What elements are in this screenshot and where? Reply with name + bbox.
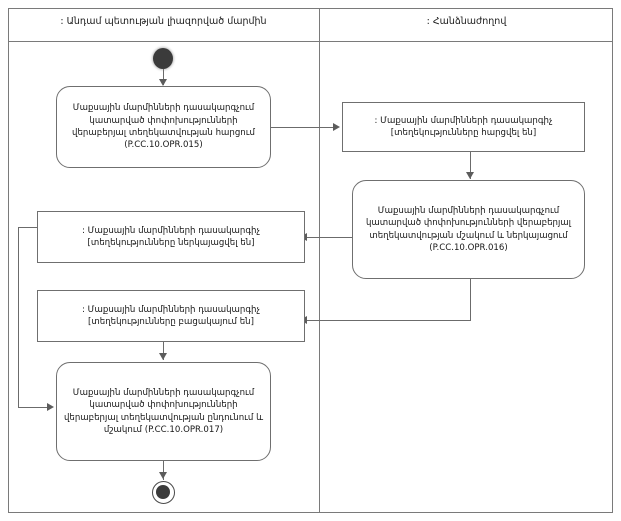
edge-activity-015-to-object-requested (271, 127, 338, 128)
arrowhead-object-absent-to-activity-017 (159, 353, 167, 360)
activity-node-opr-017-label: Մաքսային մարմինների դասակարգչում կատարվա… (63, 387, 264, 435)
edge-object-presented-to-activity-017-bottom (18, 407, 51, 408)
activity-node-opr-016[interactable]: Մաքսային մարմինների դասակարգչում կատարվա… (352, 180, 585, 279)
edge-object-requested-to-activity-016 (470, 152, 471, 179)
object-node-information-presented-label: : Մաքսային մարմինների դասակարգիչ [տեղեկո… (82, 225, 260, 248)
initial-node (153, 48, 173, 69)
edge-activity-017-to-final (163, 461, 164, 480)
arrowhead-object-presented-to-activity-017 (47, 403, 54, 411)
object-node-information-absent-label: : Մաքսային մարմինների դասակարգիչ [տեղեկո… (82, 304, 260, 327)
activity-node-opr-015[interactable]: Մաքսային մարմինների դասակարգչում կատարվա… (56, 86, 271, 168)
arrowhead-activity-017-to-final (159, 472, 167, 479)
edge-activity-016-to-object-absent-vertical (470, 279, 471, 320)
edge-object-absent-to-activity-017 (163, 342, 164, 360)
activity-node-opr-017[interactable]: Մաքսային մարմինների դասակարգչում կատարվա… (56, 362, 271, 461)
activity-final-node (152, 481, 175, 504)
object-node-information-absent[interactable]: : Մաքսային մարմինների դասակարգիչ [տեղեկո… (37, 290, 305, 342)
edge-object-presented-to-activity-017-top (18, 227, 38, 228)
swimlane-vertical-divider (319, 8, 320, 513)
object-node-information-requested[interactable]: : Մաքսային մարմինների դասակարգիչ [տեղեկո… (342, 102, 585, 152)
object-node-information-requested-label: : Մաքսային մարմինների դասակարգիչ [տեղեկո… (374, 115, 553, 138)
edge-activity-016-to-object-absent-horizontal (305, 320, 471, 321)
arrowhead-initial-to-activity-015 (159, 79, 167, 86)
arrowhead-object-requested-to-activity-016 (466, 172, 474, 179)
arrowhead-activity-015-to-object-requested (333, 123, 340, 131)
edge-initial-to-activity-015 (163, 69, 164, 85)
edge-activity-016-to-object-presented (305, 237, 352, 238)
swimlane-title-commission: : Հանձնաժողով (426, 16, 507, 27)
activity-node-opr-016-label: Մաքսային մարմինների դասակարգչում կատարվա… (365, 205, 572, 253)
edge-object-presented-to-activity-017-vertical (18, 227, 19, 407)
swimlane-header-divider (8, 41, 613, 42)
object-node-information-presented[interactable]: : Մաքսային մարմինների դասակարգիչ [տեղեկո… (37, 211, 305, 263)
swimlane-title-member-state-body: : Անդամ պետության լիազորված մարմին (60, 16, 267, 27)
activity-node-opr-015-label: Մաքսային մարմինների դասակարգչում կատարվա… (72, 103, 255, 151)
